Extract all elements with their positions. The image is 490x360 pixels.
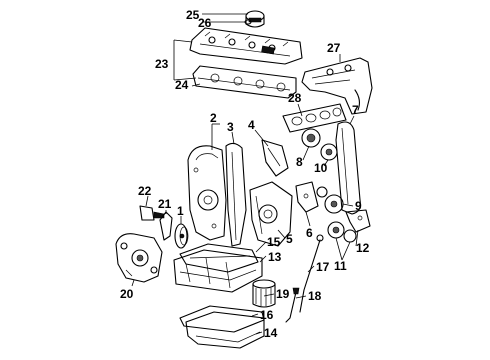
sensor <box>139 205 165 221</box>
callout-20: 20 <box>120 287 134 301</box>
oil-filler-cap <box>245 10 265 28</box>
tensioner-pulley <box>316 186 344 214</box>
callout-1: 1 <box>177 204 184 218</box>
callout-12: 12 <box>356 241 370 255</box>
exhaust-manifold <box>301 57 373 115</box>
callout-28: 28 <box>288 91 302 105</box>
callout-17: 17 <box>316 260 330 274</box>
callout-24: 24 <box>175 78 189 92</box>
callout-9: 9 <box>355 199 362 213</box>
oil-filter <box>252 279 276 308</box>
timing-belt <box>335 121 361 215</box>
callout-13: 13 <box>268 250 282 264</box>
callout-5: 5 <box>286 232 293 246</box>
timing-cover-gasket <box>225 142 247 247</box>
idler-pulley <box>327 221 357 243</box>
callout-6: 6 <box>306 226 313 240</box>
sensor-bracket <box>159 211 173 241</box>
callout-10: 10 <box>314 161 328 175</box>
valve-cover <box>189 27 303 65</box>
callout-19: 19 <box>276 287 290 301</box>
callout-27: 27 <box>327 41 341 55</box>
tensioner-bracket <box>345 209 371 233</box>
callout-26: 26 <box>198 16 212 30</box>
callout-25: 25 <box>186 8 200 22</box>
dipstick <box>285 287 300 323</box>
callout-2: 2 <box>210 111 217 125</box>
callout-8: 8 <box>296 155 303 169</box>
crankshaft-pulley <box>174 223 189 249</box>
lower-oil-pan <box>185 311 265 349</box>
oil-pump-assembly <box>115 233 163 283</box>
valve-cover-gasket <box>192 65 297 99</box>
oil-pump-cover <box>295 181 319 213</box>
callout-7: 7 <box>352 103 359 117</box>
callout-3: 3 <box>227 120 234 134</box>
callout-22: 22 <box>138 184 152 198</box>
callout-14: 14 <box>264 326 278 340</box>
dipstick-tube <box>299 234 324 313</box>
callout-16: 16 <box>260 308 274 322</box>
callout-23: 23 <box>155 57 169 71</box>
callout-21: 21 <box>158 197 172 211</box>
callout-18: 18 <box>308 289 322 303</box>
timing-cover-front <box>187 145 227 241</box>
callout-11: 11 <box>334 259 347 273</box>
camshaft-sprocket-upper <box>301 128 321 148</box>
lower-pan-gasket <box>179 305 265 333</box>
oil-pan-gasket <box>179 243 259 273</box>
manifold-gasket <box>282 103 347 133</box>
upper-oil-pan <box>173 249 263 293</box>
rear-timing-cover <box>261 139 289 177</box>
leader-lines <box>131 13 359 335</box>
callout-15: 15 <box>267 235 281 249</box>
camshaft-sprocket-lower <box>320 143 338 161</box>
callout-4: 4 <box>248 118 255 132</box>
front-cover <box>249 181 293 247</box>
